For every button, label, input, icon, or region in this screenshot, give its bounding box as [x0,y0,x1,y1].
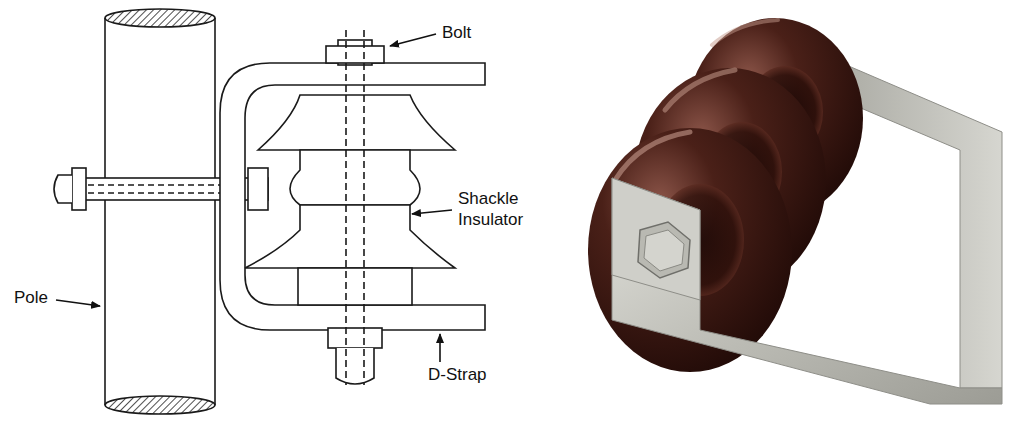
part-label: Shackle Insulator [456,188,556,231]
pole-label: Pole [12,287,50,308]
strap-label: D-Strap [426,364,489,385]
bolt-label: Bolt [440,22,473,43]
